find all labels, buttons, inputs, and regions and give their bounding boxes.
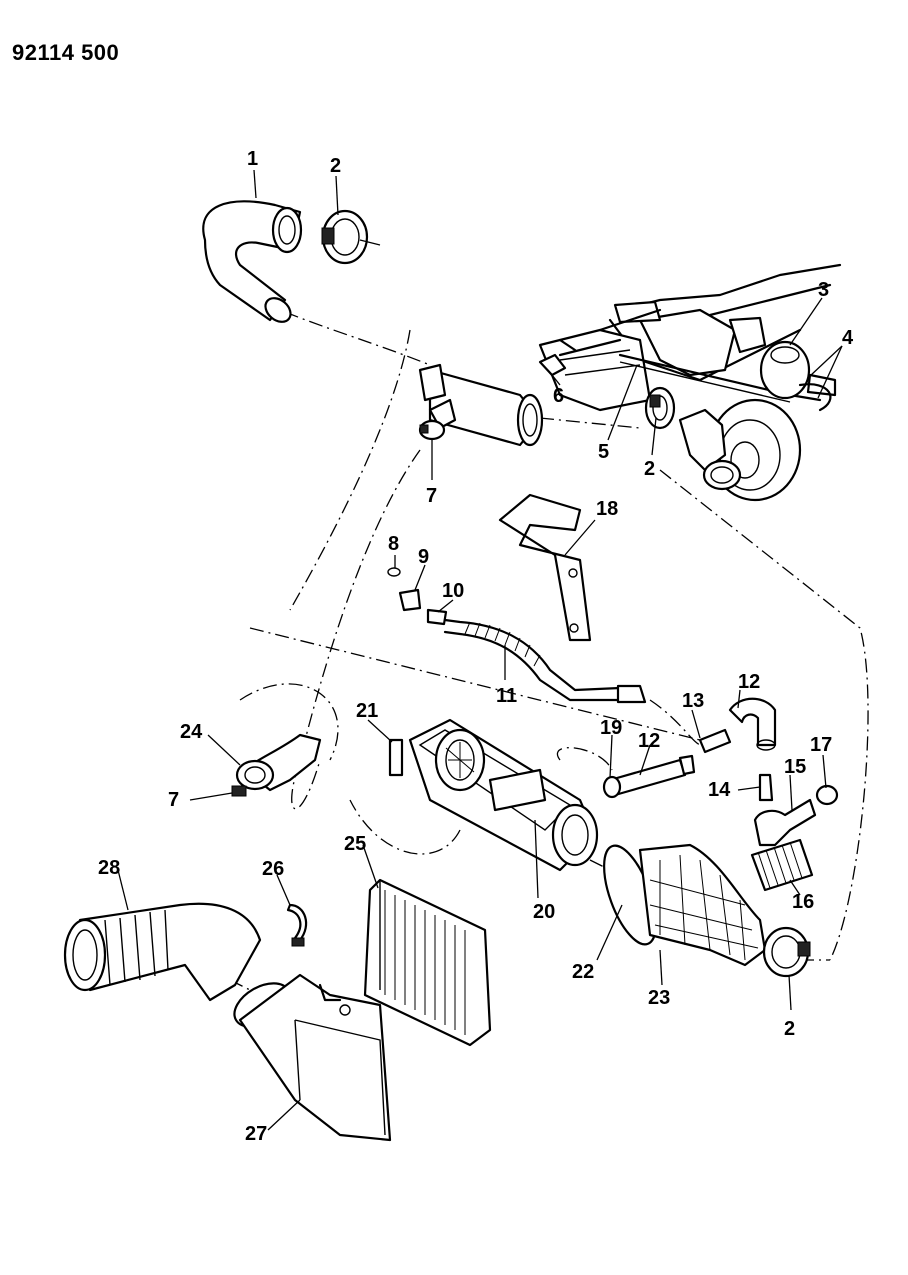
callout-14: 14: [708, 779, 731, 801]
callout-15: 15: [784, 756, 806, 778]
callout-5: 5: [598, 441, 609, 463]
nipple-and-hose: [753, 773, 817, 847]
hose-lower: [602, 754, 696, 799]
callout-17: 17: [810, 734, 832, 756]
corrugated-intake-hose: [63, 902, 262, 1002]
callout-4: 4: [842, 327, 854, 349]
callout-11: 11: [496, 685, 517, 707]
callout-19: 19: [600, 717, 622, 739]
upper-air-hose: [202, 200, 303, 323]
callout-labels: 1 2 3 4 5 2 6 7 18 8 9 10 11 12 13 12 19…: [98, 148, 854, 1145]
hose-clamp-top: [321, 209, 381, 265]
callout-25: 25: [344, 833, 366, 855]
callout-2b: 2: [644, 458, 655, 480]
engine-intake-assembly: [538, 263, 842, 502]
hose-clip-17: [815, 784, 839, 806]
callout-2a: 2: [330, 155, 341, 177]
hose-clamp-26: [286, 903, 308, 947]
callout-1: 1: [247, 148, 258, 170]
callout-28: 28: [98, 857, 120, 879]
small-hardware: [387, 567, 448, 626]
air-intake-box: [233, 973, 392, 1142]
callout-6: 6: [553, 385, 564, 407]
intake-tube-center: [418, 363, 544, 447]
callout-22: 22: [572, 961, 594, 983]
callout-24: 24: [180, 721, 203, 743]
hose-clamp-mid: [644, 386, 676, 430]
callout-23: 23: [648, 987, 670, 1009]
callout-26: 26: [262, 858, 284, 880]
corrugated-sleeve: [750, 838, 814, 892]
callout-2c: 2: [784, 1018, 795, 1040]
callout-7a: 7: [426, 485, 437, 507]
elbow-hose-top: [728, 697, 777, 751]
callout-18: 18: [596, 498, 618, 520]
callout-7b: 7: [168, 789, 179, 811]
callout-12b: 12: [638, 730, 660, 752]
callout-10: 10: [442, 580, 464, 602]
air-duct-boot: [603, 843, 767, 967]
callout-27: 27: [245, 1123, 267, 1145]
hose-with-clamp-24: [231, 733, 322, 797]
small-block-21: [388, 738, 404, 777]
clip-top: [418, 419, 446, 441]
hose-clamp-lower: [762, 926, 811, 978]
leader-lines: [117, 169, 843, 1131]
document-number: 92114 500: [12, 40, 120, 65]
air-filter-element: [363, 878, 492, 1047]
callout-9: 9: [418, 546, 429, 568]
air-cleaner-housing: [408, 718, 599, 872]
callout-12a: 12: [738, 671, 760, 693]
callout-16: 16: [792, 891, 814, 913]
tube-connector: [698, 728, 732, 754]
callout-8: 8: [388, 533, 399, 555]
callout-20: 20: [533, 901, 555, 923]
callout-21: 21: [356, 700, 378, 722]
callout-3: 3: [818, 279, 829, 301]
callout-13: 13: [682, 690, 704, 712]
support-bracket: [498, 493, 592, 642]
braided-hose: [443, 618, 647, 704]
